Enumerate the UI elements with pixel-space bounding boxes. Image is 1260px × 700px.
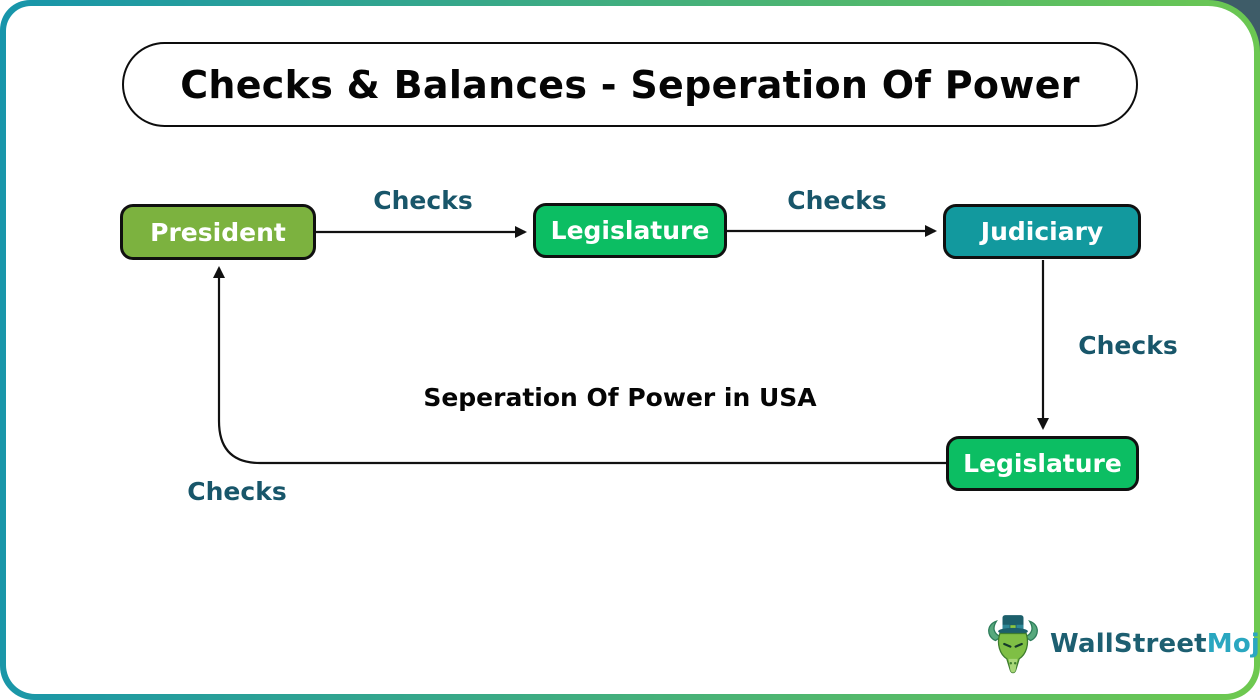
edge-label-checks-1: Checks <box>373 186 473 215</box>
edge-label-checks-2: Checks <box>787 186 887 215</box>
node-president: President <box>120 204 316 260</box>
node-legislature-top: Legislature <box>533 203 727 258</box>
arrow-legislature-to-president <box>213 266 946 465</box>
edge-label-checks-3: Checks <box>1078 331 1178 360</box>
page-title: Checks & Balances - Seperation Of Power <box>180 62 1080 107</box>
bull-mascot-icon <box>988 615 1038 674</box>
edge-label-checks-4: Checks <box>187 477 287 506</box>
logo-text-primary: WallStreet <box>1050 629 1207 659</box>
logo-wordmark: WallStreetMojo <box>1050 629 1260 659</box>
diagram-caption: Seperation Of Power in USA <box>423 383 817 412</box>
wallstreetmojo-logo: WallStreetMojo <box>985 612 1260 676</box>
title-box: Checks & Balances - Seperation Of Power <box>122 42 1138 127</box>
node-judiciary: Judiciary <box>943 204 1141 259</box>
node-legislature-bottom: Legislature <box>946 436 1139 491</box>
logo-text-accent: Mojo <box>1206 629 1260 659</box>
